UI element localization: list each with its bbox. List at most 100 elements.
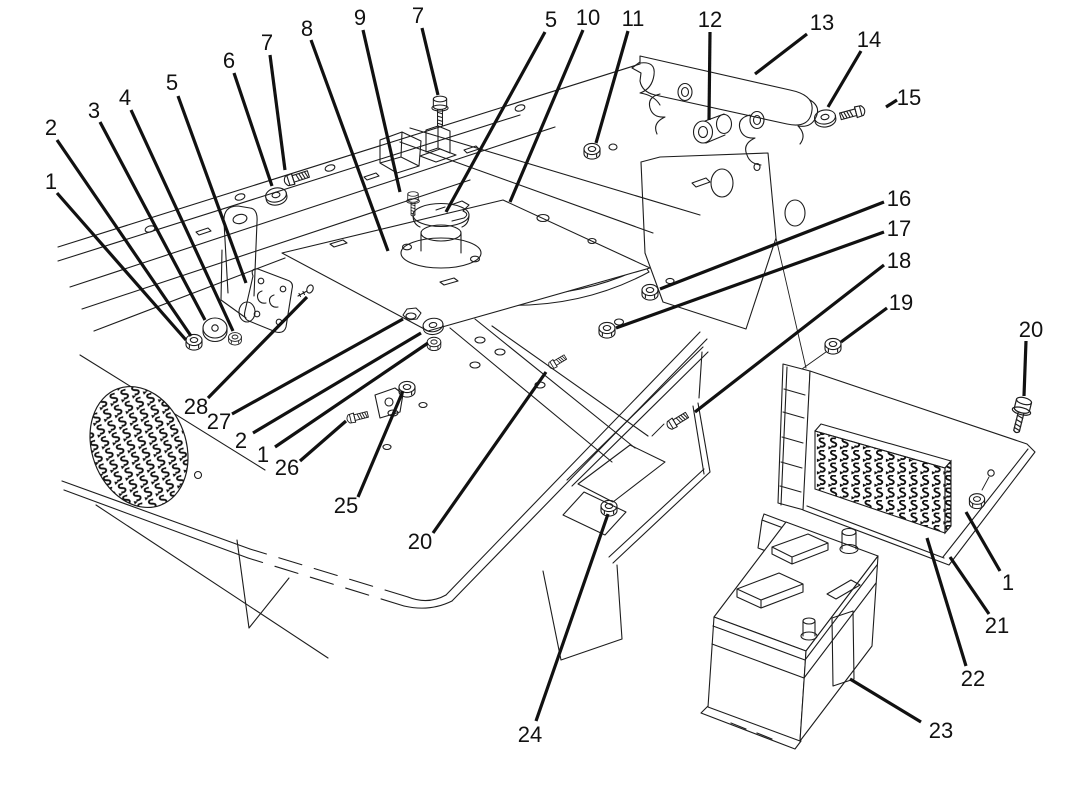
callout-leader-16 bbox=[659, 200, 885, 291]
callout-label-1: 1 bbox=[45, 169, 57, 194]
callout-leader-14 bbox=[826, 50, 863, 108]
callout-label-20: 20 bbox=[408, 529, 432, 554]
callout-leader-26 bbox=[298, 419, 348, 463]
callout-leader-2 bbox=[252, 331, 422, 435]
callout-label-2: 2 bbox=[45, 115, 57, 140]
battery-cap bbox=[771, 533, 829, 565]
heat-shield-plate bbox=[814, 423, 952, 535]
callout-leader-2 bbox=[55, 139, 193, 337]
battery-label bbox=[826, 579, 861, 600]
callout-label-13: 13 bbox=[810, 10, 834, 35]
callout-label-7: 7 bbox=[412, 3, 424, 28]
callout-label-5: 5 bbox=[545, 7, 557, 32]
callout-label-28: 28 bbox=[184, 394, 208, 419]
callout-label-15: 15 bbox=[897, 85, 921, 110]
grille-oval bbox=[89, 385, 203, 509]
callout-leader-4 bbox=[129, 109, 235, 332]
callout-leader-11 bbox=[594, 30, 630, 144]
part-screw-1-right bbox=[987, 469, 995, 477]
callout-leader-17 bbox=[615, 230, 885, 330]
callout-leader-25 bbox=[356, 390, 405, 498]
part-screw-28 bbox=[297, 284, 314, 298]
part-bolt-27 bbox=[402, 307, 422, 321]
callout-leader-1 bbox=[55, 191, 188, 342]
callout-leader-15 bbox=[885, 98, 898, 109]
callout-label-23: 23 bbox=[929, 718, 953, 743]
battery bbox=[700, 521, 879, 750]
callout-label-3: 3 bbox=[88, 98, 100, 123]
part-nut-24 bbox=[600, 499, 618, 517]
callout-leader-23 bbox=[849, 677, 922, 724]
callout-label-20: 20 bbox=[1019, 317, 1043, 342]
bracket-end-hook bbox=[797, 99, 819, 145]
battery-terminal bbox=[800, 617, 818, 641]
callout-leader-8 bbox=[309, 39, 390, 252]
callout-label-16: 16 bbox=[887, 186, 911, 211]
part-bolt-18 bbox=[664, 410, 691, 432]
callout-label-27: 27 bbox=[207, 409, 231, 434]
callout-label-7: 7 bbox=[261, 30, 273, 55]
callout-leader-5 bbox=[444, 31, 547, 213]
callout-leader-13 bbox=[754, 32, 808, 76]
callout-leader-7 bbox=[420, 27, 440, 96]
latch-bracket bbox=[220, 205, 404, 419]
bracket-hook-left bbox=[648, 93, 666, 135]
part-bolt-15 bbox=[838, 104, 867, 123]
callout-leader-18 bbox=[694, 263, 885, 414]
callout-leader-5 bbox=[176, 95, 248, 284]
callout-label-6: 6 bbox=[223, 48, 235, 73]
callout-label-24: 24 bbox=[518, 722, 542, 747]
platform-deck bbox=[61, 143, 708, 661]
callout-label-11: 11 bbox=[622, 6, 645, 31]
callout-label-1: 1 bbox=[257, 442, 269, 467]
battery-terminal bbox=[839, 527, 859, 555]
callout-label-2: 2 bbox=[235, 428, 247, 453]
callout-label-4: 4 bbox=[119, 85, 131, 110]
fasteners bbox=[185, 95, 1035, 517]
cover-panel-assembly bbox=[777, 351, 1036, 566]
bracket-hook-right bbox=[738, 114, 762, 166]
latch-plate bbox=[243, 268, 293, 333]
callout-label-18: 18 bbox=[887, 248, 911, 273]
callout-label-8: 8 bbox=[301, 16, 313, 41]
part-nut-1-left bbox=[185, 333, 203, 351]
part-bolt-20-center bbox=[546, 353, 568, 371]
frame-tower bbox=[399, 127, 807, 369]
callout-leader-28 bbox=[206, 295, 309, 400]
callout-leader-9 bbox=[361, 29, 402, 193]
callout-leader-22 bbox=[925, 537, 968, 667]
callout-label-12: 12 bbox=[698, 7, 722, 32]
callout-leader-1 bbox=[274, 341, 429, 449]
box-flange bbox=[562, 491, 627, 536]
callout-leader-27 bbox=[231, 317, 404, 416]
part-nut-17 bbox=[598, 321, 616, 339]
callout-leader-24 bbox=[534, 513, 610, 722]
seat-pivot bbox=[400, 200, 482, 269]
callout-label-10: 10 bbox=[576, 5, 600, 30]
part-bolt-20-right bbox=[1006, 394, 1035, 436]
callout-leader-7 bbox=[268, 54, 287, 171]
callout-leader-1 bbox=[964, 511, 1002, 572]
callout-label-5: 5 bbox=[166, 70, 178, 95]
callout-leader-12 bbox=[707, 31, 712, 121]
seat-plate bbox=[281, 199, 651, 332]
battery-cap bbox=[736, 572, 804, 609]
rail-gusset bbox=[379, 131, 422, 174]
seat-bracket-13 bbox=[631, 55, 819, 166]
part-nut-1-center bbox=[426, 336, 442, 352]
part-nut-11 bbox=[583, 142, 601, 160]
callout-label-21: 21 bbox=[985, 613, 1009, 638]
part-bolt-7-right bbox=[431, 95, 449, 128]
part-bolt-26 bbox=[345, 409, 370, 425]
small-angle-bracket bbox=[374, 387, 404, 419]
callout-label-26: 26 bbox=[275, 455, 299, 480]
part-washer-3 bbox=[202, 317, 228, 343]
rail-end-curl bbox=[639, 62, 661, 106]
callout-leader-21 bbox=[948, 556, 991, 615]
callout-leader-6 bbox=[232, 72, 274, 187]
callout-label-1: 1 bbox=[1002, 570, 1014, 595]
callout-leader-20 bbox=[1022, 340, 1028, 397]
callout-label-19: 19 bbox=[889, 290, 913, 315]
